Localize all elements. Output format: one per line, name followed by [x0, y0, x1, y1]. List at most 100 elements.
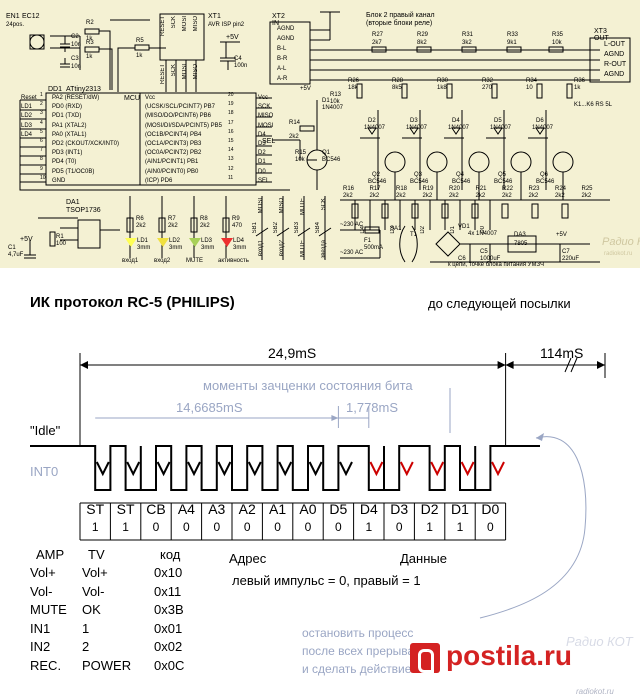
led-caption: активность: [218, 258, 249, 264]
sample-arrow: [369, 461, 384, 477]
resistor-value: 2k2: [475, 193, 486, 199]
watermark-radiokot: Радио КОТ: [602, 236, 640, 248]
label-r13: R13: [330, 92, 342, 98]
button-caption: звезда: [321, 240, 327, 259]
mcu-right-net: Vcc: [258, 95, 269, 101]
mcu-right-pin-name: Vcc: [145, 95, 156, 101]
table-cell: POWER: [82, 657, 132, 673]
label-sel: SEL: [262, 138, 276, 145]
isp-pin-label: RESET: [160, 16, 166, 37]
label-da1-name: TSOP1736: [66, 207, 101, 214]
label-da1: DA1: [66, 199, 80, 206]
transistor-value: BC546: [368, 179, 387, 185]
rc5-signal-trace: [30, 445, 540, 491]
bit-value: 0: [335, 520, 342, 534]
mcu-left-pin-name: PD2 (CKOUT/XCK/INT0): [52, 141, 120, 147]
resistor-value: 3k2: [462, 40, 472, 46]
resistor-value: 270: [482, 85, 493, 91]
led-label: LD3: [201, 238, 213, 244]
resistor-value: 10k: [552, 40, 562, 46]
resistor-value: 2k2: [581, 193, 592, 199]
xt3-pin: AGND: [604, 71, 625, 78]
mcu-right-net: MISO: [258, 113, 274, 120]
label-r14: R14: [289, 120, 301, 126]
mcu-left-net: LD1: [21, 104, 33, 111]
mcu-left-pin-name: PA0 (XTAL1): [52, 131, 87, 138]
mcu-right-pin-num: 16: [228, 128, 234, 135]
mcu-right-pin-name: (MISO/DO/PCINT6) PB6: [145, 113, 212, 120]
isp-pin-label: SCK: [171, 16, 177, 29]
sample-arrow: [460, 461, 475, 477]
label-da3v: 7805: [514, 241, 528, 247]
table-cell: 0x0C: [154, 657, 185, 673]
mcu-left-pin-name: PD0 (RXD): [52, 104, 83, 111]
label-vd1: VD1: [458, 224, 470, 230]
resistor-value: 2k2: [449, 193, 459, 199]
label-ac1: ~230 AC: [340, 222, 364, 228]
mcu-right-pin-num: 13: [228, 156, 234, 163]
watermark-radiokot-url-2: radiokot.ru: [576, 687, 614, 696]
mcu-right-net: D4: [258, 131, 266, 138]
resistor-ref: R36: [574, 78, 586, 84]
note-line-1: остановить процесс: [302, 626, 414, 640]
bottom-net-label: D1: [450, 226, 456, 234]
label-psu-note: к цепи, точке блока питания УМЗЧ: [448, 262, 544, 268]
mcu-left-pin-name: GND: [52, 177, 66, 184]
mcu-left-net: Reset: [21, 95, 37, 101]
label-c3: C3: [71, 56, 79, 62]
label-r13v: 10k: [330, 99, 340, 105]
label-c3v: 10n: [71, 64, 82, 70]
led-label: LD2: [169, 238, 181, 244]
mcu-right-net: D2: [258, 150, 266, 157]
label-r1v: 100: [56, 241, 67, 247]
bit-name: A1: [269, 501, 287, 517]
label-en1: EN1: [6, 13, 20, 20]
button-ref: SB2: [273, 222, 279, 234]
resistor-value: 9k1: [507, 40, 517, 46]
resistor-ref: R31: [462, 32, 474, 38]
sample-arrow: [95, 461, 110, 477]
label-c5: C5: [480, 249, 488, 255]
diode-value: 1N4007: [532, 125, 554, 131]
label-f1v: 500mA: [364, 245, 384, 251]
isp-pin-label-lower: RESET: [160, 64, 166, 85]
xt2-pin: A-R: [277, 76, 288, 82]
bit-name: CB: [146, 501, 166, 517]
label-xt1: XT1: [208, 13, 221, 20]
sample-arrow: [247, 461, 262, 477]
resistor-ref: R20: [449, 186, 461, 192]
postila-logo: [410, 643, 440, 673]
table-cell: 0x11: [154, 583, 182, 599]
gap-arrow-left: [505, 361, 514, 369]
label-t1: T1: [410, 232, 418, 238]
bit-name: D3: [390, 501, 409, 517]
bit-value: 1: [365, 520, 373, 534]
address-label: Адрес: [229, 551, 267, 566]
led-size: 3mm: [169, 245, 183, 251]
label-block2-sub: (вторые блоки реле): [366, 20, 433, 27]
resistor-value: 18k: [348, 85, 358, 91]
led-size: 3mm: [137, 245, 151, 251]
bit-name: D4: [359, 501, 378, 517]
watermark-radiokot-2: Радио КОТ: [566, 634, 633, 649]
resistor-ref: R17: [369, 186, 381, 192]
button-caption: MUTE: [300, 240, 306, 257]
label-plus5-isp: +5V: [226, 34, 239, 41]
resistor-value: 2k2: [528, 193, 539, 199]
next-packet-label: до следующей посылки: [428, 296, 571, 311]
rc5-protocol-diagram: ИК протокол RC-5 (PHILIPS) до следующей …: [0, 268, 640, 700]
label-xt2-in: IN: [272, 20, 279, 27]
label-d1v: 1N4007: [322, 105, 344, 111]
label-c2v: 10n: [71, 42, 82, 48]
resistor-ref: R27: [372, 32, 384, 38]
mcu-right-pin-num: 14: [228, 147, 234, 154]
button-ref: SB3: [294, 222, 300, 234]
note-pointer-arrow: [536, 433, 544, 441]
mcu-right-pin-num: 20: [228, 92, 234, 98]
sample-arrow: [278, 461, 293, 477]
mcu-right-pin-num: 11: [228, 174, 234, 181]
button-net-label: MOSI: [258, 198, 264, 214]
transistor-ref: Q6: [540, 172, 549, 178]
label-c2: C2: [71, 34, 79, 40]
label-c4v: 100n: [234, 63, 248, 69]
